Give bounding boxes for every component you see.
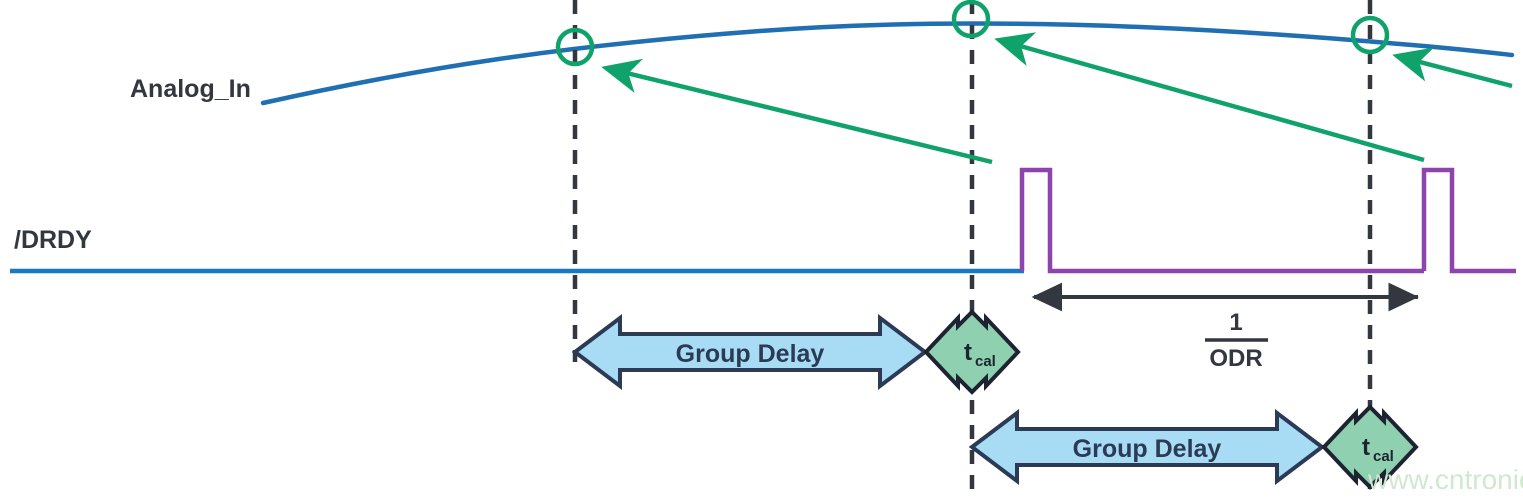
annotation-arrow-2 [994, 32, 1425, 163]
sample-marker-1 [555, 27, 595, 67]
drdy-label: /DRDY [14, 226, 92, 254]
odr-denominator: ODR [1209, 345, 1262, 372]
sample-marker-2 [951, 0, 991, 39]
tcal-bottom-shape [1321, 404, 1419, 490]
group-delay-top-label: Group Delay [676, 340, 825, 368]
sample-marker-3 [1350, 15, 1390, 55]
tcal-top-shape [923, 309, 1021, 395]
tcal-top-sublabel: cal [975, 353, 996, 370]
drdy-pulse-2 [1421, 167, 1516, 274]
drdy-pulse-1 [1019, 167, 1424, 274]
group-delay-bottom-label: Group Delay [1073, 435, 1222, 463]
tcal-bottom-sublabel: cal [1373, 448, 1394, 465]
annotation-arrow-3 [1392, 47, 1513, 89]
tcal-top-label: t [964, 339, 972, 366]
odr-numerator: 1 [1229, 309, 1242, 336]
analog-in-curve [260, 21, 1515, 106]
watermark-text: www.cntronics.com [1367, 464, 1523, 495]
annotation-arrow-1 [601, 58, 993, 165]
analog-in-label: Analog_In [130, 75, 251, 103]
tcal-bottom-label: t [1362, 434, 1370, 461]
